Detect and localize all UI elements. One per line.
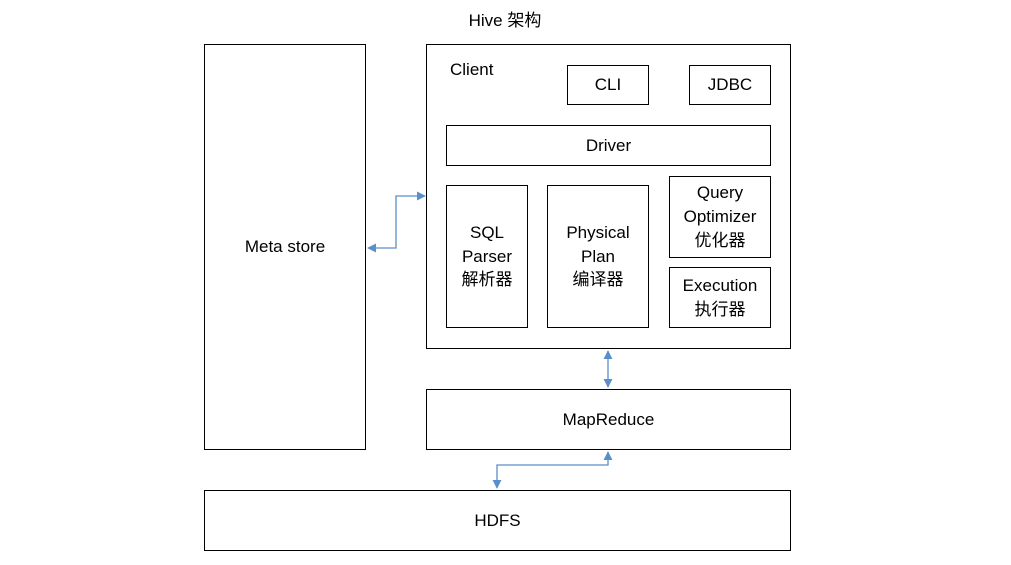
jdbc-box: JDBC: [689, 65, 771, 105]
execution-line2: 执行器: [694, 299, 746, 319]
physical-plan-line1: Physical: [566, 222, 630, 242]
cli-label: CLI: [594, 75, 622, 95]
metastore-client-arrow: [367, 191, 426, 253]
metastore-box: Meta store: [204, 44, 366, 450]
cli-box: CLI: [567, 65, 649, 105]
query-optimizer-line3: 优化器: [694, 230, 746, 250]
mapreduce-label: MapReduce: [562, 409, 655, 429]
physical-plan-line3: 编译器: [572, 270, 624, 290]
mapreduce-box: MapReduce: [426, 389, 791, 450]
driver-label: Driver: [585, 135, 632, 155]
sql-parser-line3: 解析器: [461, 270, 513, 290]
sql-parser-line1: SQL: [469, 222, 505, 242]
query-optimizer-line2: Optimizer: [683, 207, 757, 227]
execution-line1: Execution: [682, 275, 758, 295]
physical-plan-line2: Plan: [580, 246, 616, 266]
query-optimizer-line1: Query: [696, 183, 744, 203]
sql-parser-box: SQL Parser 解析器: [446, 185, 528, 328]
execution-box: Execution 执行器: [669, 267, 771, 328]
mapreduce-hdfs-arrow: [492, 451, 613, 489]
sql-parser-line2: Parser: [461, 246, 513, 266]
physical-plan-box: Physical Plan 编译器: [547, 185, 649, 328]
query-optimizer-box: Query Optimizer 优化器: [669, 176, 771, 258]
hdfs-label: HDFS: [474, 510, 521, 530]
driver-box: Driver: [446, 125, 771, 166]
metastore-label: Meta store: [244, 237, 326, 257]
hdfs-box: HDFS: [204, 490, 791, 551]
client-label: Client: [450, 60, 494, 79]
diagram-title: Hive 架构: [468, 11, 542, 30]
jdbc-label: JDBC: [707, 75, 753, 95]
